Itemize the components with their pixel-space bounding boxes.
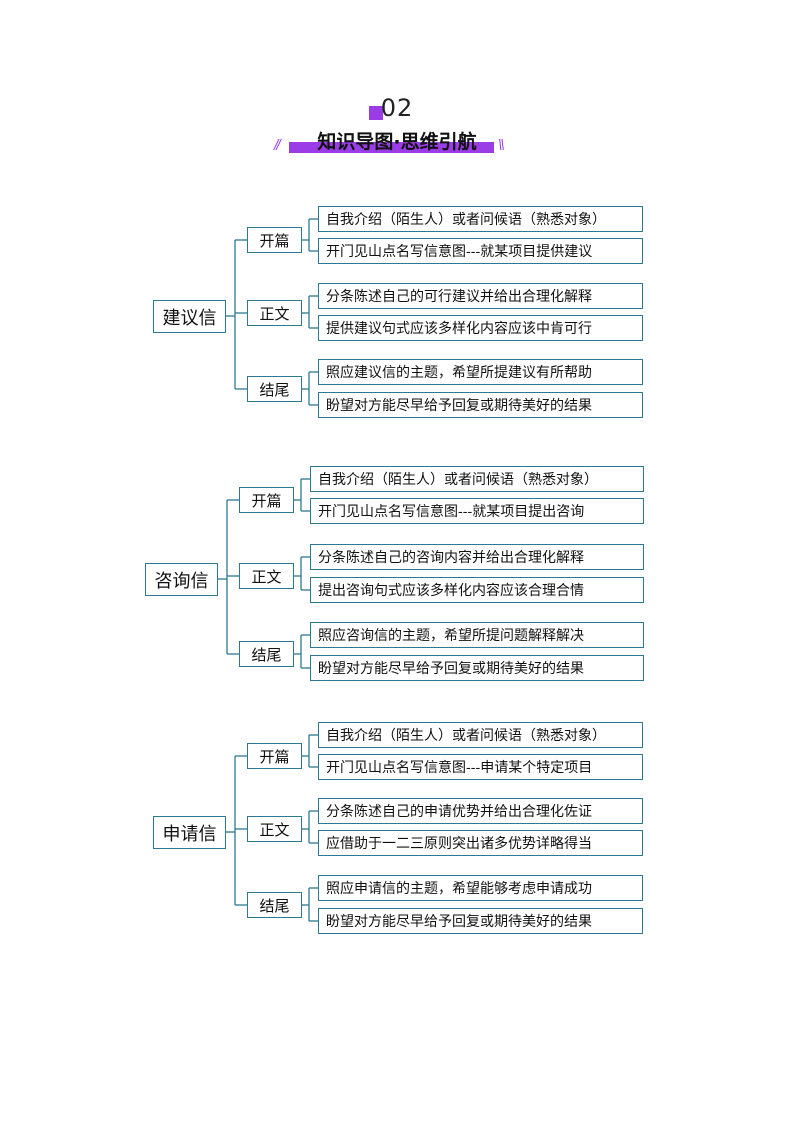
title-highlight-bar [289, 142, 494, 153]
section-number: 02 [380, 94, 414, 122]
title-slash-right: \\ [498, 138, 505, 153]
branch-node: 开篇 [239, 487, 294, 513]
leaf-node: 分条陈述自己的申请优势并给出合理化佐证 [318, 798, 643, 824]
leaf-node: 应借助于一二三原则突出诸多优势详略得当 [318, 830, 643, 856]
branch-node: 正文 [247, 300, 302, 326]
branch-node: 开篇 [247, 743, 302, 769]
branch-node: 结尾 [239, 641, 294, 667]
leaf-node: 照应建议信的主题，希望所提建议有所帮助 [318, 359, 643, 385]
root-node: 建议信 [153, 300, 226, 333]
header-accent-square [369, 106, 383, 120]
branch-node: 结尾 [247, 376, 302, 402]
leaf-node: 提出咨询句式应该多样化内容应该合理合情 [310, 577, 644, 603]
leaf-node: 分条陈述自己的可行建议并给出合理化解释 [318, 283, 643, 309]
leaf-node: 开门见山点名写信意图---就某项目提供建议 [318, 238, 643, 264]
leaf-node: 分条陈述自己的咨询内容并给出合理化解释 [310, 544, 644, 570]
leaf-node: 照应咨询信的主题，希望所提问题解释解决 [310, 622, 644, 648]
root-node: 咨询信 [145, 563, 218, 596]
title-slash-left: // [274, 138, 281, 153]
branch-node: 开篇 [247, 227, 302, 253]
page-title: 知识导图·思维引航 [317, 131, 477, 153]
branch-node: 结尾 [247, 892, 302, 918]
leaf-node: 盼望对方能尽早给予回复或期待美好的结果 [318, 908, 643, 934]
leaf-node: 自我介绍（陌生人）或者问候语（熟悉对象） [310, 466, 644, 492]
leaf-node: 开门见山点名写信意图---申请某个特定项目 [318, 754, 643, 780]
leaf-node: 自我介绍（陌生人）或者问候语（熟悉对象） [318, 722, 643, 748]
root-node: 申请信 [153, 816, 226, 849]
leaf-node: 盼望对方能尽早给予回复或期待美好的结果 [310, 655, 644, 681]
leaf-node: 开门见山点名写信意图---就某项目提出咨询 [310, 498, 644, 524]
leaf-node: 自我介绍（陌生人）或者问候语（熟悉对象） [318, 206, 643, 232]
leaf-node: 照应申请信的主题，希望能够考虑申请成功 [318, 875, 643, 901]
branch-node: 正文 [239, 563, 294, 589]
leaf-node: 盼望对方能尽早给予回复或期待美好的结果 [318, 392, 643, 418]
leaf-node: 提供建议句式应该多样化内容应该中肯可行 [318, 315, 643, 341]
branch-node: 正文 [247, 816, 302, 842]
